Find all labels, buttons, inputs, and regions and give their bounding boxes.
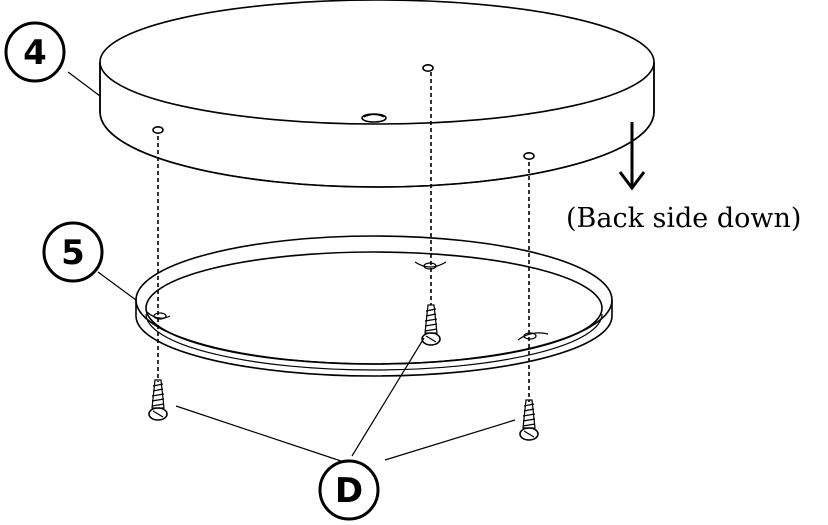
callout-5: 5 (42, 221, 104, 283)
callout-5-label: 5 (61, 233, 85, 273)
screw-center (421, 304, 441, 346)
callout-4-label: 4 (23, 33, 47, 73)
down-arrow-icon (618, 122, 646, 191)
ring (135, 235, 613, 377)
callout-4: 4 (4, 21, 66, 83)
callout-d: D (318, 459, 380, 521)
alignment-lines (157, 72, 530, 402)
center-hole (361, 113, 387, 123)
leader-lines (67, 71, 516, 463)
mount-hole-left (152, 126, 164, 135)
mount-hole-right (523, 152, 535, 161)
orientation-note: (Back side down) (566, 203, 801, 234)
mount-hole-center (422, 64, 434, 73)
screw-left (148, 379, 168, 421)
callout-d-label: D (335, 471, 363, 511)
canopy-disc (99, 0, 655, 188)
screw-right (519, 399, 539, 441)
